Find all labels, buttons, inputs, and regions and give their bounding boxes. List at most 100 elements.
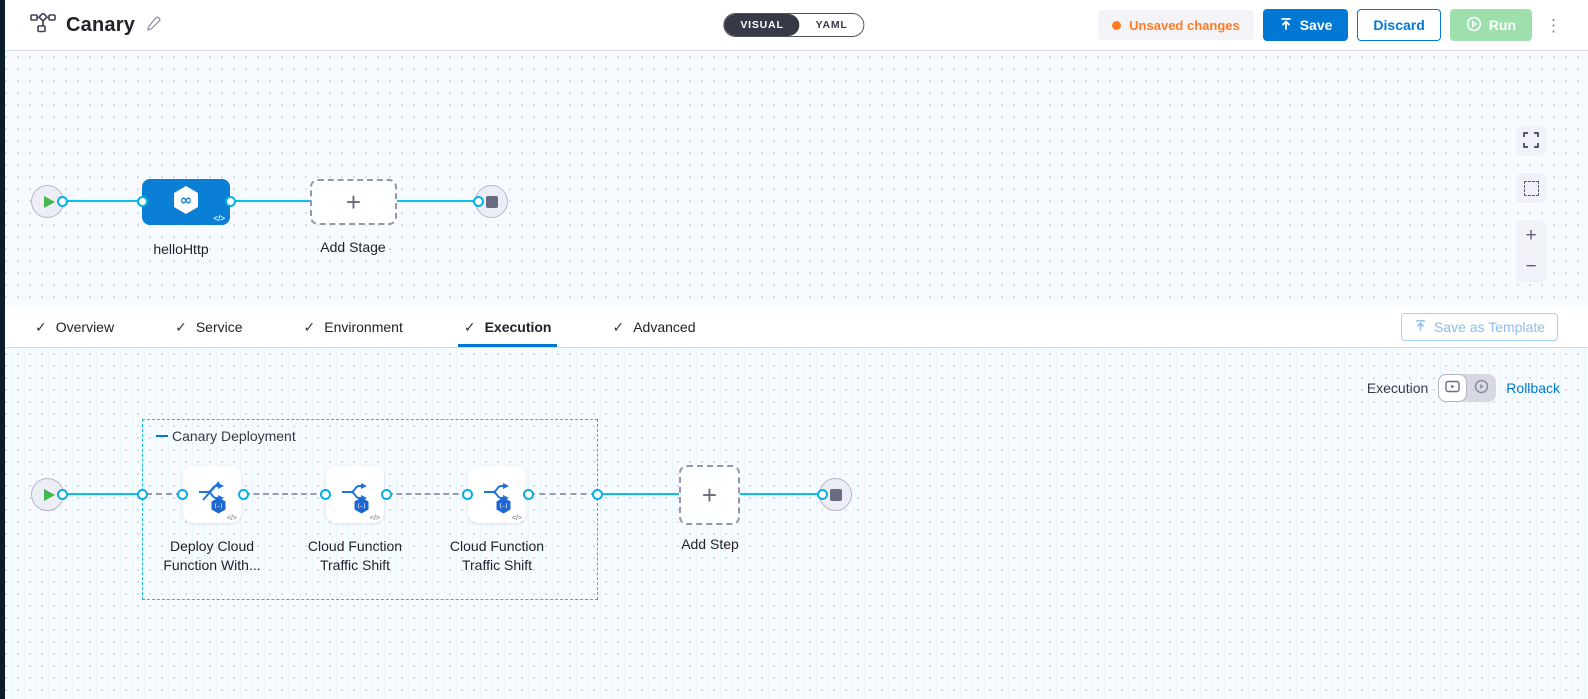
wire-dashed [529,493,597,495]
wire [740,493,835,495]
plus-icon: + [701,480,718,510]
collapse-icon [156,435,168,437]
traffic-shift-icon [481,479,513,510]
zoom-out-button[interactable]: − [1516,251,1546,282]
toggle-visual[interactable]: VISUAL [724,14,800,36]
discard-button[interactable]: Discard [1357,9,1441,41]
pipeline-name: Canary [66,13,136,36]
rollback-view-icon [1474,379,1489,397]
code-icon: </> [511,515,522,522]
tab-label: Environment [324,319,403,335]
step-label-line1: Deploy Cloud [169,538,255,554]
rollback-view-button[interactable] [1467,374,1496,402]
step-label-line2: Function With... [163,557,261,573]
step-node-traffic-shift-1[interactable]: (–) </> [326,466,384,523]
fullscreen-button[interactable] [1516,126,1546,156]
port[interactable] [320,489,331,500]
port[interactable] [57,196,68,207]
edit-pipeline-name-button[interactable] [145,15,162,35]
cloud-function-stage-icon: ∞ [171,184,201,221]
port[interactable] [137,196,148,207]
step-node-deploy-cloud-function[interactable]: (–) </> [183,466,241,523]
add-stage-label: Add Stage [320,239,386,255]
port[interactable] [177,489,188,500]
step-group-label: Canary Deployment [172,428,296,444]
step-group-header[interactable]: Canary Deployment [156,428,296,444]
port[interactable] [523,489,534,500]
unsaved-changes-label: Unsaved changes [1129,17,1240,33]
tab-advanced[interactable]: ✓ Advanced [612,307,695,347]
code-icon: </> [213,214,225,223]
selection-mode-button[interactable] [1516,173,1546,203]
port[interactable] [473,196,484,207]
upload-icon [1414,319,1427,335]
check-icon: ✓ [303,318,316,335]
tab-execution[interactable]: ✓ Execution [457,307,558,347]
execution-mode-label: Execution [1366,380,1429,396]
stop-icon [829,488,842,501]
save-button[interactable]: Save [1262,9,1349,41]
svg-text:(–): (–) [499,502,507,510]
kebab-icon: ⋮ [1545,15,1562,35]
wire [230,200,310,202]
port[interactable] [57,489,68,500]
save-as-template-button[interactable]: Save as Template [1400,313,1558,341]
toggle-yaml[interactable]: YAML [799,14,864,36]
step-node-traffic-shift-2[interactable]: (–) </> [468,466,526,523]
save-label: Save [1299,17,1333,33]
execution-view-button[interactable] [1438,374,1468,402]
step-label: Deploy Cloud Function With... [137,537,287,575]
run-button[interactable]: Run [1449,9,1532,41]
stage-label: helloHttp [153,241,209,257]
port[interactable] [381,489,392,500]
port[interactable] [592,489,603,500]
stage-node-hellohttp[interactable]: ∞ </> [142,179,230,225]
more-options-button[interactable]: ⋮ [1541,15,1566,36]
port[interactable] [137,489,148,500]
circle-play-icon [1466,16,1482,35]
unsaved-changes-badge: Unsaved changes [1098,10,1254,40]
tab-service[interactable]: ✓ Service [175,307,242,347]
play-icon [43,488,55,501]
wire [47,493,142,495]
tab-label: Overview [55,319,115,335]
port[interactable] [225,196,236,207]
pencil-icon [145,15,162,35]
wire [47,200,142,202]
port[interactable] [817,489,828,500]
visual-yaml-toggle: VISUAL YAML [723,13,865,37]
add-step-button[interactable]: + [679,465,740,525]
execution-canvas[interactable]: Execution [0,348,1588,699]
plus-icon: + [345,187,362,217]
tab-label: Advanced [633,319,696,335]
marquee-select-icon [1523,180,1539,196]
check-icon: ✓ [35,318,47,335]
execution-rollback-toggle [1438,374,1497,402]
tab-environment[interactable]: ✓ Environment [304,307,403,347]
pipeline-icon [30,12,56,38]
add-stage-button[interactable]: + [310,179,397,225]
execution-end-node[interactable] [819,478,852,511]
tab-label: Execution [484,319,552,335]
zoom-controls: + − [1516,220,1546,282]
zoom-in-button[interactable]: + [1516,220,1546,251]
execution-mode-row: Execution [1367,374,1560,402]
svg-text:(–): (–) [214,502,222,510]
check-icon: ✓ [175,318,187,335]
step-label: Cloud Function Traffic Shift [422,537,572,575]
pipeline-header: Canary VISUAL YAML Unsaved changes [0,0,1588,51]
tab-overview[interactable]: ✓ Overview [35,307,114,347]
header-actions: Unsaved changes Save Discard [1098,9,1566,41]
port[interactable] [462,489,473,500]
wire [598,493,679,495]
cloud-function-badge-icon: (–) [210,497,227,519]
step-group-canary-deployment[interactable]: Canary Deployment [142,419,598,600]
port[interactable] [238,489,249,500]
wire [397,200,491,202]
save-as-template-label: Save as Template [1433,319,1545,335]
rollback-link[interactable]: Rollback [1506,380,1560,396]
tab-label: Service [195,319,243,335]
stage-canvas[interactable]: ∞ </> helloHttp + Add Stage + [0,51,1588,307]
step-label: Cloud Function Traffic Shift [280,537,430,575]
wire-dashed [244,493,326,495]
